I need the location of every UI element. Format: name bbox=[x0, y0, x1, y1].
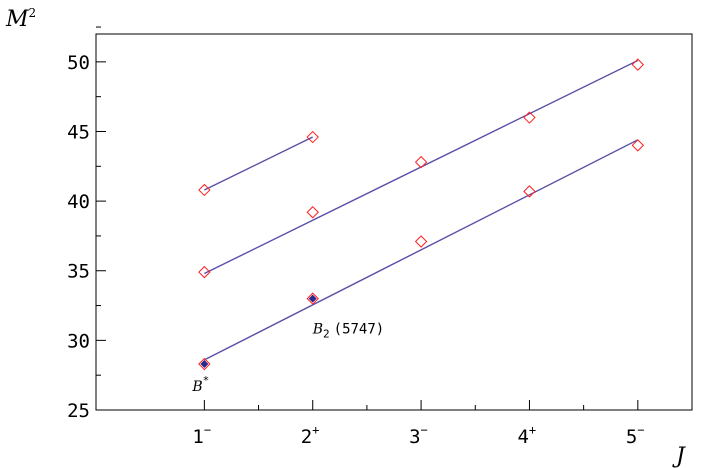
data-point bbox=[198, 357, 211, 371]
x-tick-label: 3− bbox=[409, 423, 428, 448]
data-point bbox=[306, 206, 319, 219]
y-tick-label: 45 bbox=[67, 121, 90, 143]
data-point bbox=[198, 183, 211, 197]
x-tick-label: 4+ bbox=[517, 423, 536, 448]
data-point bbox=[306, 292, 319, 305]
y-tick-label: 50 bbox=[67, 52, 90, 74]
annotations: B* B2(5747) bbox=[191, 322, 384, 395]
y-tick-label: 25 bbox=[67, 400, 90, 422]
annotation-label: B* bbox=[191, 374, 209, 395]
data-point bbox=[631, 58, 645, 71]
x-tick-label: 5− bbox=[626, 423, 645, 448]
y-tick-label: 40 bbox=[67, 191, 90, 213]
y-axis-ticks: 25 30 35 40 45 50 bbox=[67, 26, 106, 422]
data-markers bbox=[198, 58, 645, 371]
fit-lines bbox=[204, 59, 639, 361]
data-point bbox=[414, 235, 428, 248]
experimental-point bbox=[308, 294, 317, 303]
data-point bbox=[523, 185, 536, 198]
fit-line-3 bbox=[204, 139, 639, 361]
x-tick-label: 2+ bbox=[301, 423, 320, 448]
y-tick-label: 30 bbox=[67, 330, 90, 352]
plot-frame bbox=[95, 33, 693, 411]
data-point bbox=[306, 130, 319, 144]
x-tick-label: 1− bbox=[192, 423, 211, 448]
fit-line-1 bbox=[204, 136, 314, 191]
data-point bbox=[414, 155, 428, 169]
y-axis-title: M2 bbox=[5, 6, 36, 32]
y-tick-label: 35 bbox=[67, 261, 90, 283]
data-point bbox=[198, 265, 211, 279]
data-point bbox=[631, 139, 645, 152]
annotation-label: B2(5747) bbox=[312, 322, 385, 341]
x-axis-ticks: 1− 2+ 3− 4+ 5− bbox=[192, 400, 693, 448]
x-axis-title: J bbox=[672, 444, 686, 468]
data-point bbox=[523, 111, 536, 124]
experimental-point bbox=[200, 360, 209, 369]
